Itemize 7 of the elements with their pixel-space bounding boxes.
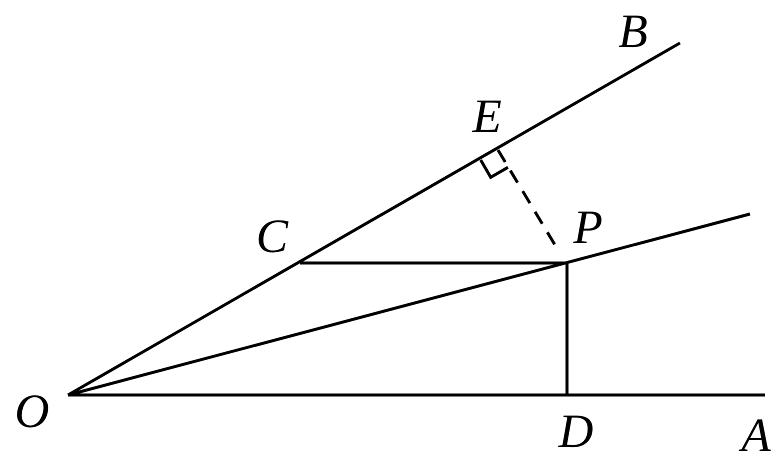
point-label: D (558, 408, 594, 456)
point-label: O (14, 388, 50, 436)
point-label: P (573, 204, 603, 252)
point-label: E (472, 93, 502, 141)
point-label: C (256, 213, 288, 261)
point-label: B (618, 8, 648, 56)
point-label: A (741, 412, 771, 460)
